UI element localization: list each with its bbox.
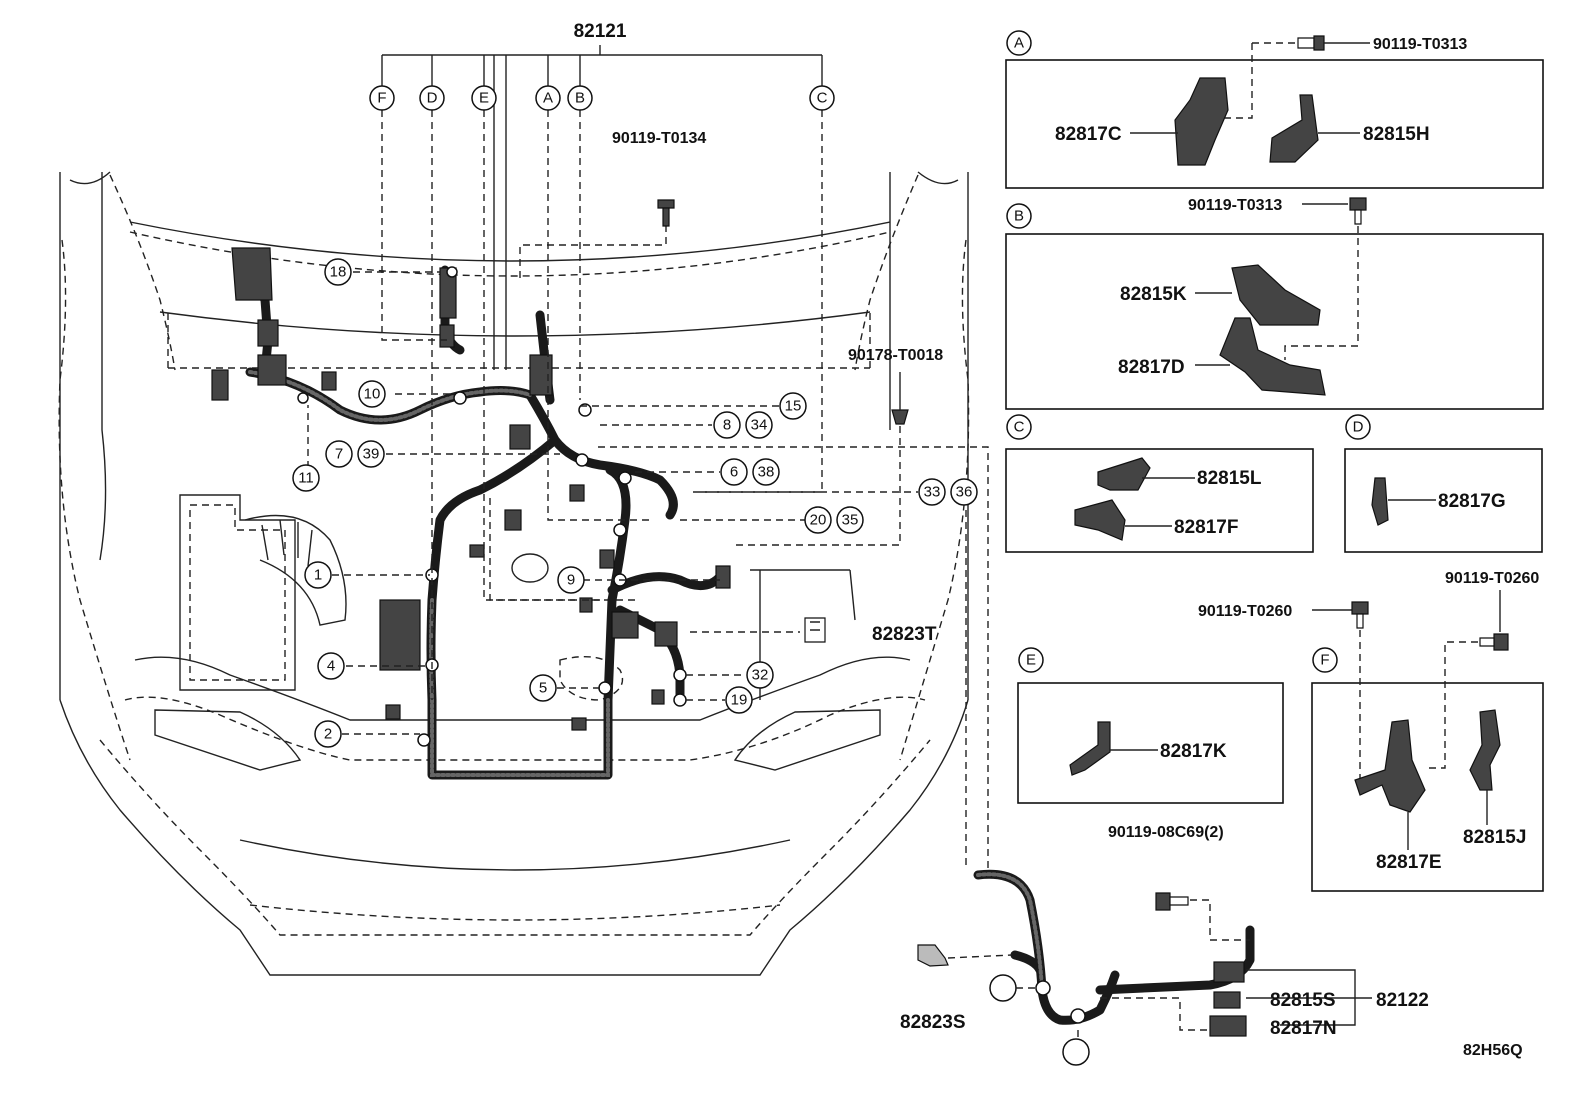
panel-a-letter: A xyxy=(1014,35,1024,52)
leader-lines xyxy=(307,45,989,870)
panel-e-part: 82817K xyxy=(1160,741,1227,762)
panel-a-bolt-label: 90119-T0313 xyxy=(1373,36,1467,53)
panel-f-part-left: 82817E xyxy=(1376,852,1442,873)
panel-a-part-right: 82815H xyxy=(1363,124,1430,145)
clip-right-label: 90178-T0018 xyxy=(848,347,943,364)
panel-d-part: 82817G xyxy=(1438,491,1506,512)
panel-e-letter: E xyxy=(1026,652,1036,669)
callout-16: 18 xyxy=(330,264,347,281)
panel-c-letter: C xyxy=(1014,419,1025,436)
sub-bracket1-label: 82815S xyxy=(1270,990,1336,1011)
panel-f-part-right: 82815J xyxy=(1463,827,1526,848)
panel-b-bolt-label: 90119-T0313 xyxy=(1188,197,1282,214)
bolt-icon xyxy=(657,199,675,227)
panel-d-letter: D xyxy=(1353,419,1364,436)
panel-f-bolt-right-label: 90119-T0260 xyxy=(1445,570,1539,587)
callout-20: 33 xyxy=(924,484,941,501)
relay-icon xyxy=(804,617,826,643)
callout-letter-row: F D E A B C xyxy=(369,85,835,111)
callout-36: 39 xyxy=(363,446,380,463)
panel-c-part-top: 82815L xyxy=(1197,468,1262,489)
sub-harness xyxy=(917,869,1372,1040)
sub-harness-label: 82122 xyxy=(1376,990,1429,1011)
callout-5: 5 xyxy=(539,680,547,697)
panel-b-part-bottom: 82817D xyxy=(1118,357,1185,378)
callout-7: 7 xyxy=(335,446,343,463)
callout-35: 38 xyxy=(758,464,775,481)
panel-a-part-left: 82817C xyxy=(1055,124,1122,145)
bolt-top-label: 90119-T0134 xyxy=(612,130,706,147)
relay-label: 82823T xyxy=(872,624,937,645)
callout-letter-f: F xyxy=(377,90,386,107)
callout-11: 11 xyxy=(298,470,314,487)
sub-bolt-label: 90119-08C69(2) xyxy=(1108,824,1224,841)
callout-17: 19 xyxy=(731,692,748,709)
callout-letter-d: D xyxy=(427,90,438,107)
callout-18: 20 xyxy=(810,512,827,529)
callout-33: 35 xyxy=(842,512,859,529)
sub-bracket-label: 82823S xyxy=(900,1012,966,1033)
panel-f-bolt-left-label: 90119-T0260 xyxy=(1198,603,1292,620)
callout-9: 9 xyxy=(567,572,575,589)
callout-2: 2 xyxy=(324,726,332,743)
callout-8: 8 xyxy=(723,417,731,434)
panel-c-part-bottom: 82817F xyxy=(1174,517,1238,538)
callout-1: 1 xyxy=(314,567,322,584)
main-wire-harness xyxy=(211,247,731,780)
callout-4: 4 xyxy=(327,658,335,675)
callout-10: 10 xyxy=(364,386,381,403)
sub-bracket2-label: 82817N xyxy=(1270,1018,1337,1039)
callout-letter-c: C xyxy=(817,90,828,107)
callout-6: 6 xyxy=(730,464,738,481)
callout-19: 32 xyxy=(752,667,769,684)
callout-letter-a: A xyxy=(543,90,553,107)
numbered-callouts: 18 10 11 7 39 15 8 34 6 38 33 36 20 35 9… xyxy=(292,258,1090,1066)
callout-letter-e: E xyxy=(479,90,489,107)
panel-d: D 82817G xyxy=(1344,414,1543,553)
main-harness-part-number: 82121 xyxy=(574,21,627,42)
panel-b: B 90119-T0313 82815K 82817D xyxy=(1005,197,1544,410)
diagram-code: 82H56Q xyxy=(1463,1042,1523,1059)
panel-a: A 90119-T0313 82817C 82815H xyxy=(1005,30,1544,189)
panel-f: F 90119-T0260 90119-T0260 82817E 82815J xyxy=(1198,570,1544,892)
callout-15: 15 xyxy=(785,398,802,415)
callout-letter-b: B xyxy=(575,90,585,107)
panel-b-part-top: 82815K xyxy=(1120,284,1187,305)
panel-f-letter: F xyxy=(1320,652,1329,669)
callout-32: 34 xyxy=(751,417,768,434)
callout-34: 36 xyxy=(956,484,973,501)
clip-icon xyxy=(891,372,909,425)
panel-c: C 82815L 82817F xyxy=(1005,414,1314,553)
engine-bay-outline xyxy=(58,171,970,976)
panel-b-letter: B xyxy=(1014,208,1024,225)
panel-e: E 82817K xyxy=(1017,647,1284,804)
